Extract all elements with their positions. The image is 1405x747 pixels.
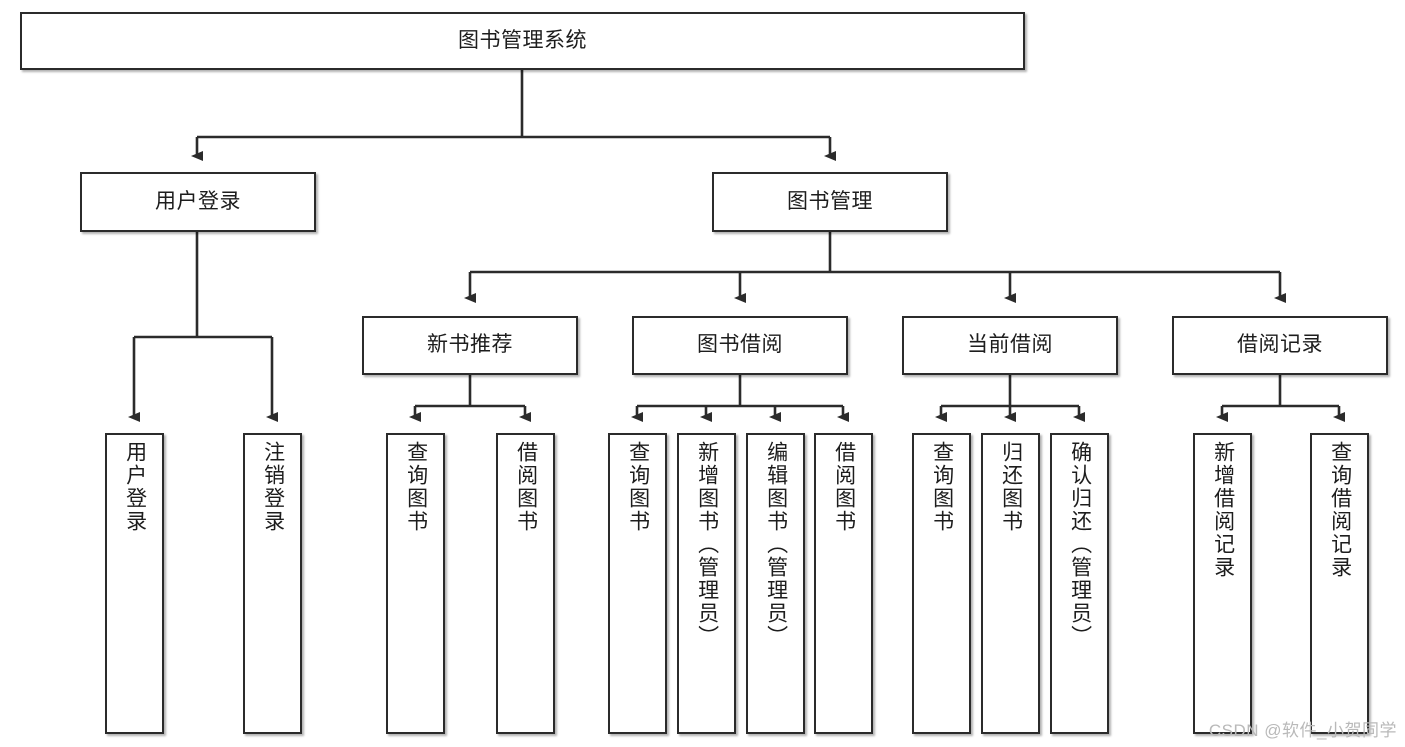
node-book-management-label: 图书管理 (787, 189, 873, 213)
leaf-current-borrow-confirm-return[interactable]: 确认归还（管理员） (1050, 433, 1109, 734)
node-root[interactable]: 图书管理系统 (20, 12, 1025, 70)
leaf-label: 注销登录 (261, 441, 285, 533)
leaf-label: 编辑图书（管理员） (764, 441, 788, 648)
leaf-label: 借阅图书 (514, 441, 538, 533)
leaf-label: 用户登录 (123, 441, 147, 533)
leaf-label: 查询借阅记录 (1328, 441, 1352, 579)
leaf-user-login-login[interactable]: 用户登录 (105, 433, 164, 734)
leaf-label: 查询图书 (626, 441, 650, 533)
leaf-book-borrow-edit-book[interactable]: 编辑图书（管理员） (746, 433, 805, 734)
node-new-book-recommend-label: 新书推荐 (427, 333, 513, 357)
node-borrow-record-label: 借阅记录 (1237, 333, 1323, 357)
node-root-label: 图书管理系统 (458, 28, 587, 52)
leaf-book-borrow-query-book[interactable]: 查询图书 (608, 433, 667, 734)
leaf-label: 新增借阅记录 (1211, 441, 1235, 579)
leaf-label: 查询图书 (930, 441, 954, 533)
node-current-borrow-label: 当前借阅 (967, 333, 1053, 357)
leaf-label: 归还图书 (999, 441, 1023, 533)
node-user-login[interactable]: 用户登录 (80, 172, 316, 232)
csdn-watermark: CSDN @软件_小贺同学 (1208, 721, 1397, 740)
leaf-label: 确认归还（管理员） (1068, 441, 1092, 648)
node-borrow-record[interactable]: 借阅记录 (1172, 316, 1388, 375)
leaf-label: 查询图书 (404, 441, 428, 533)
node-book-borrow[interactable]: 图书借阅 (632, 316, 848, 375)
leaf-borrow-record-add-record[interactable]: 新增借阅记录 (1193, 433, 1252, 734)
leaf-book-borrow-add-book[interactable]: 新增图书（管理员） (677, 433, 736, 734)
leaf-current-borrow-query-book[interactable]: 查询图书 (912, 433, 971, 734)
node-new-book-recommend[interactable]: 新书推荐 (362, 316, 578, 375)
leaf-borrow-record-query-record[interactable]: 查询借阅记录 (1310, 433, 1369, 734)
leaf-new-book-query-book[interactable]: 查询图书 (386, 433, 445, 734)
node-book-borrow-label: 图书借阅 (697, 333, 783, 357)
leaf-new-book-borrow-book[interactable]: 借阅图书 (496, 433, 555, 734)
node-user-login-label: 用户登录 (155, 189, 241, 213)
leaf-book-borrow-borrow-book[interactable]: 借阅图书 (814, 433, 873, 734)
node-book-management[interactable]: 图书管理 (712, 172, 948, 232)
leaf-label: 借阅图书 (832, 441, 856, 533)
node-current-borrow[interactable]: 当前借阅 (902, 316, 1118, 375)
leaf-label: 新增图书（管理员） (695, 441, 719, 648)
leaf-user-login-logout[interactable]: 注销登录 (243, 433, 302, 734)
leaf-current-borrow-return-book[interactable]: 归还图书 (981, 433, 1040, 734)
